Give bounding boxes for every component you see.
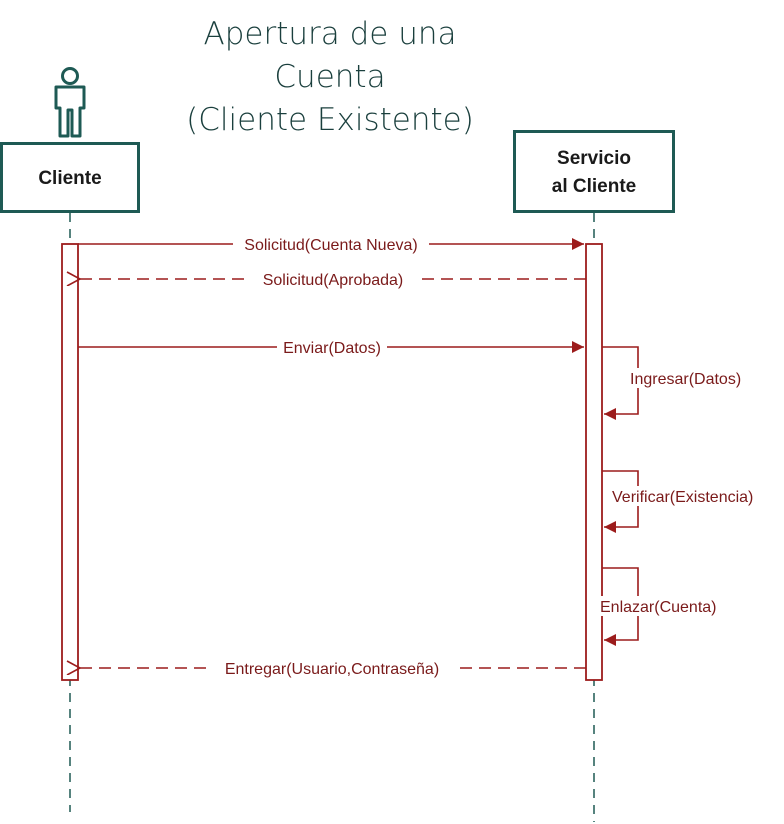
participant-label-cliente: Cliente	[38, 168, 101, 189]
message-entregar-usuario-contrasena: Entregar(Usuario,Contraseña)	[80, 658, 586, 678]
message-verificar-existencia: Verificar(Existencia)	[602, 470, 774, 533]
person-icon	[54, 67, 86, 138]
message-enviar-datos: Enviar(Datos)	[78, 337, 584, 357]
activation-servicio	[585, 243, 603, 681]
message-label: Entregar(Usuario,Contraseña)	[225, 661, 439, 678]
diagram-title: Apertura de una Cuenta (Cliente Existent…	[186, 16, 474, 138]
message-label: Ingresar(Datos)	[630, 371, 741, 388]
message-solicitud-aprobada: Solicitud(Aprobada)	[80, 269, 586, 289]
title-line-3: (Cliente Existente)	[186, 102, 474, 138]
participant-label-servicio-1: Servicio	[557, 148, 631, 169]
activation-cliente	[61, 243, 79, 681]
message-ingresar-datos: Ingresar(Datos)	[602, 346, 756, 420]
title-line-2: Cuenta	[274, 59, 385, 95]
message-label: Verificar(Existencia)	[612, 489, 753, 506]
message-label: Solicitud(Cuenta Nueva)	[244, 237, 417, 254]
message-label: Enlazar(Cuenta)	[600, 599, 717, 616]
participant-cliente: Cliente	[0, 142, 140, 213]
participant-servicio: Servicio al Cliente	[513, 130, 675, 213]
message-label: Enviar(Datos)	[283, 340, 381, 357]
title-line-1: Apertura de una	[204, 16, 457, 52]
message-solicitud-cuenta-nueva: Solicitud(Cuenta Nueva)	[78, 234, 584, 254]
message-enlazar-cuenta: Enlazar(Cuenta)	[599, 567, 731, 646]
participant-label-servicio-2: al Cliente	[552, 176, 636, 197]
message-label: Solicitud(Aprobada)	[263, 272, 404, 289]
